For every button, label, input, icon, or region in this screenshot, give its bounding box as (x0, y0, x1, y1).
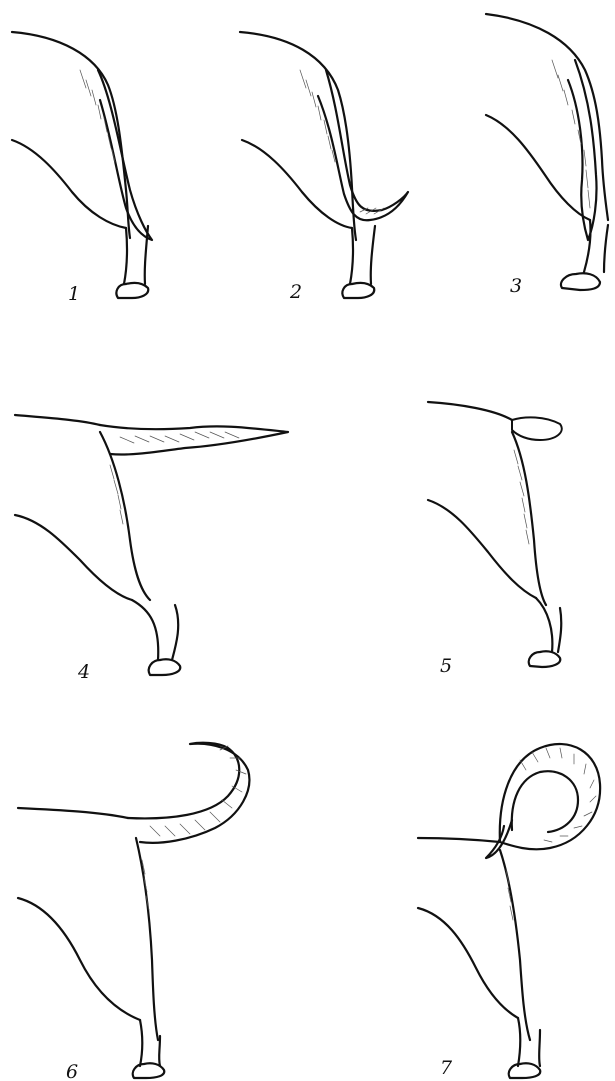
figure-4-horizontal-tail: 4 (15, 415, 288, 683)
figure-5-paw (529, 651, 561, 667)
figure-1-paw (116, 283, 148, 298)
figure-2-number: 2 (289, 281, 302, 303)
figure-5-number: 5 (440, 655, 452, 677)
figure-6-shading (142, 746, 246, 910)
figure-2-sabre-tail: 2 (240, 32, 408, 303)
figure-5-rump (512, 432, 546, 605)
figure-3-shading (552, 60, 590, 208)
figure-7-paw (509, 1063, 541, 1078)
figure-4-number: 4 (77, 661, 90, 683)
figure-7-back-line (418, 838, 500, 842)
figure-4-rump (100, 432, 150, 600)
figure-6-number: 6 (66, 1061, 78, 1081)
figure-7-leg (518, 1018, 540, 1066)
figure-5-shading (514, 450, 529, 544)
figure-6-belly-line (18, 898, 140, 1020)
figure-7-ring-tail: 7 (418, 744, 600, 1079)
figure-6-sickle-tail: 6 (18, 743, 249, 1081)
figure-1-hanging-tail: 1 (12, 32, 152, 305)
figure-3-number: 3 (510, 275, 522, 297)
figure-3-belly-line (486, 115, 590, 220)
figure-4-paw (149, 659, 181, 675)
figure-1-tail (98, 70, 152, 240)
figure-4-leg (132, 600, 178, 660)
figure-1-shading (80, 70, 115, 162)
figure-5-leg (536, 598, 561, 652)
figure-1-belly-line (12, 140, 126, 228)
figure-7-shading (506, 748, 596, 920)
figure-1-number: 1 (68, 283, 80, 305)
figure-5-belly-line (428, 500, 536, 598)
figure-2-back-line (240, 32, 356, 240)
figure-3-paw (561, 273, 600, 290)
figure-4-shading (110, 432, 239, 524)
figure-5-stump (512, 417, 562, 440)
figure-2-leg (350, 226, 375, 284)
figure-2-paw (342, 283, 374, 298)
figure-5-docked-tail: 5 (428, 402, 562, 677)
figure-6-rump (136, 838, 158, 1040)
figure-4-back-line (15, 415, 100, 425)
figure-6-paw (133, 1063, 165, 1078)
figure-7-number: 7 (440, 1057, 453, 1079)
figure-7-rump (500, 850, 530, 1040)
figure-2-tail (318, 70, 408, 220)
figure-6-back-line (18, 808, 128, 818)
figure-4-belly-line (15, 515, 132, 600)
figure-7-tail-inner (512, 771, 578, 832)
figure-7-belly-line (418, 908, 518, 1018)
figure-1-back-line (12, 32, 130, 238)
figure-5-back-line (428, 402, 512, 420)
figure-3-leg (584, 220, 608, 272)
figure-3-tucked-tail: 3 (486, 14, 608, 297)
figure-1-leg (124, 226, 148, 284)
